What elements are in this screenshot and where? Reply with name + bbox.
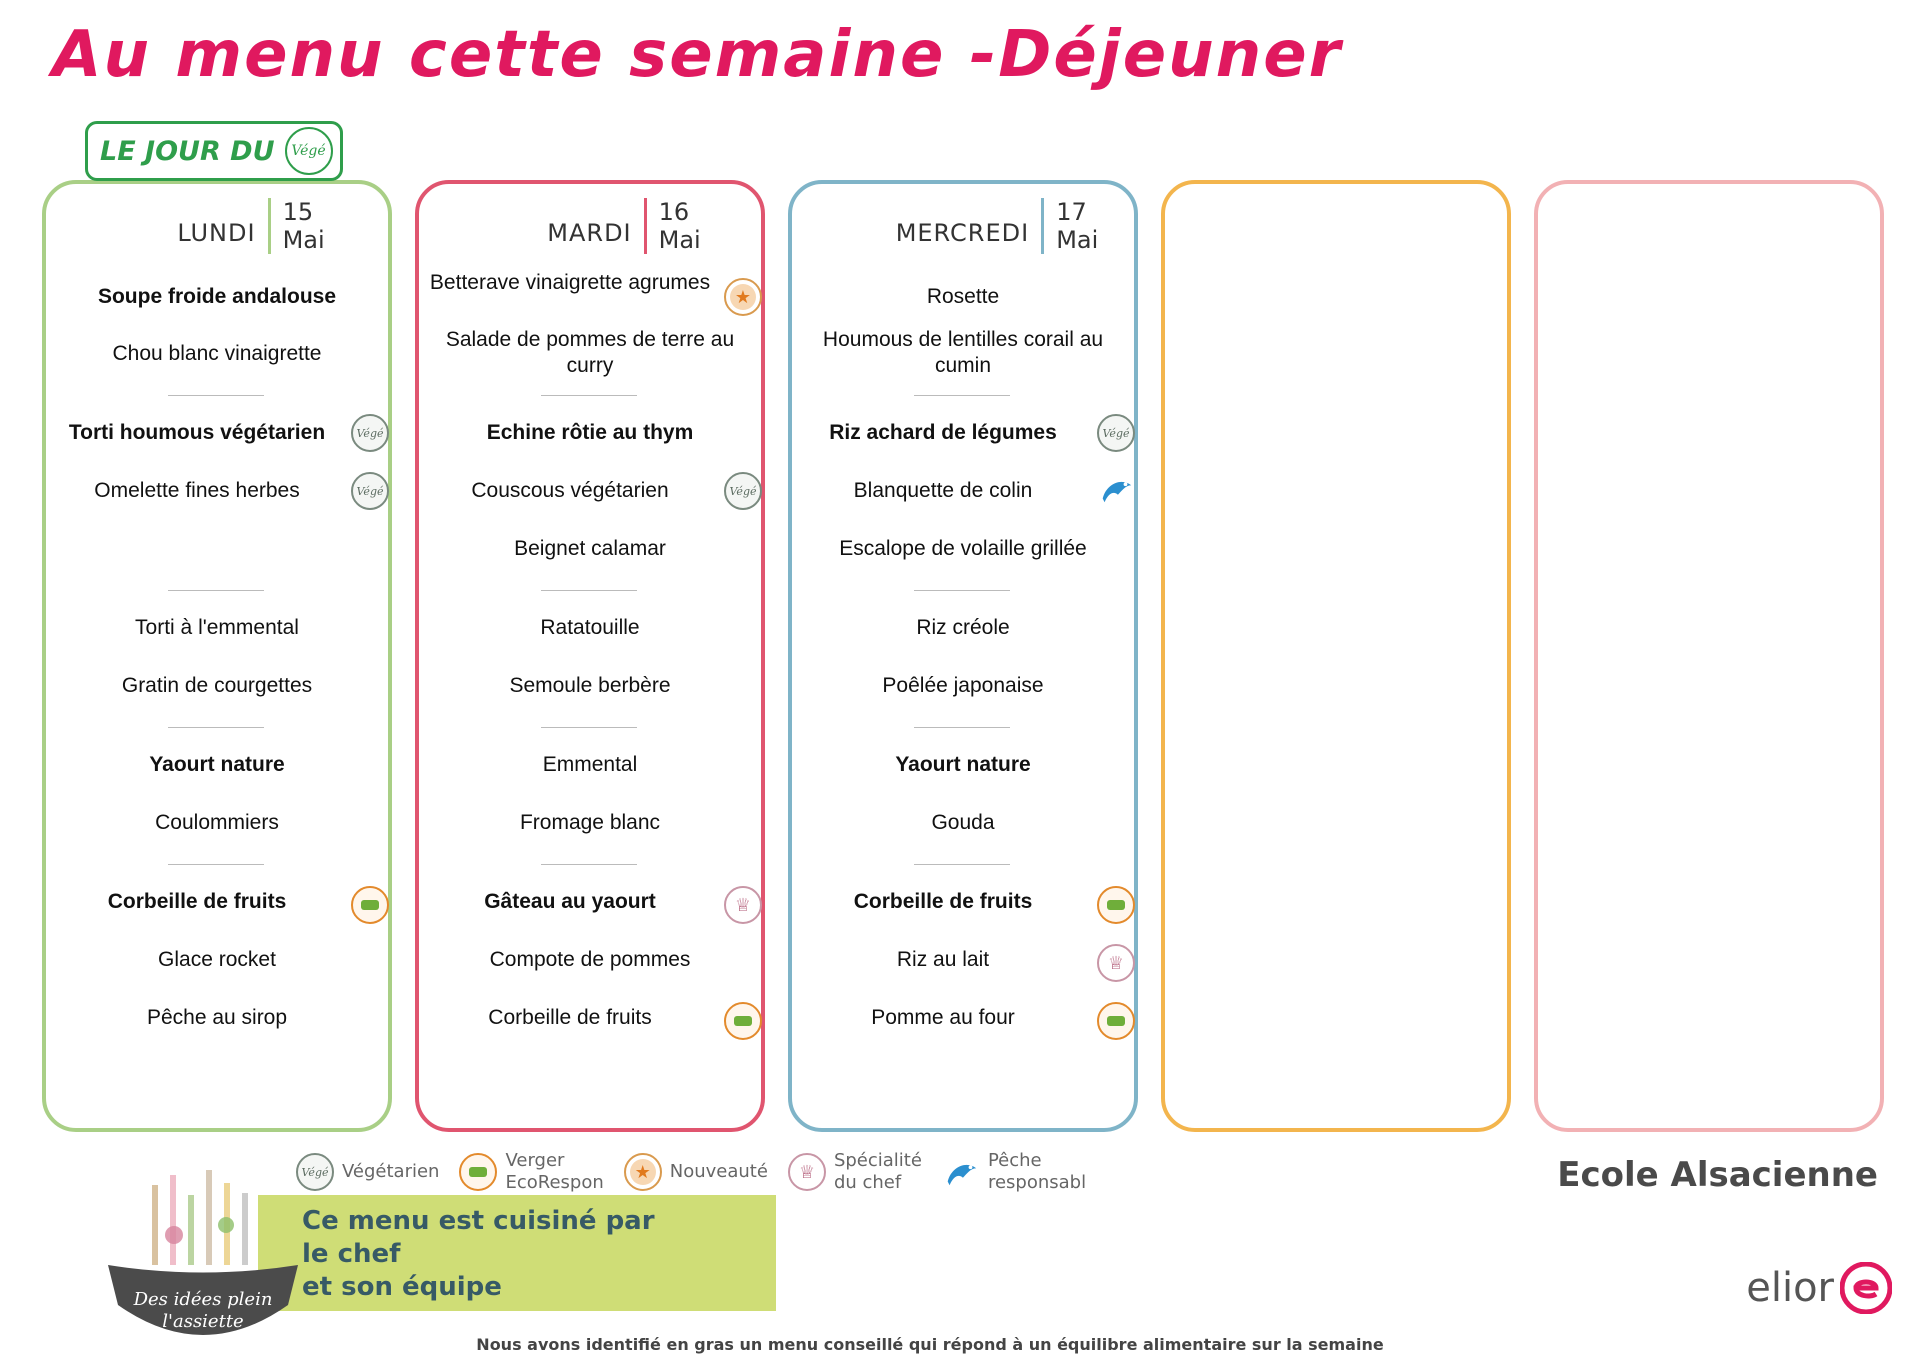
menu-item: Corbeille de fruits bbox=[853, 890, 1033, 913]
menu-item: Torti houmous végétarien bbox=[68, 421, 326, 444]
menu-item: Chou blanc vinaigrette bbox=[112, 342, 322, 365]
menu-item: Soupe froide andalouse bbox=[97, 285, 337, 308]
verger-ecoresponsable-icon bbox=[724, 1002, 762, 1040]
legend-nouveaute: ★ Nouveauté bbox=[623, 1153, 768, 1191]
chef-info-line: le chef bbox=[302, 1239, 401, 1269]
menu-item: Torti à l'emmental bbox=[135, 616, 299, 639]
nouveaute-icon: ★ bbox=[623, 1153, 662, 1191]
day-date: 15 Mai bbox=[282, 198, 325, 254]
verger-ecoresponsable-icon bbox=[459, 1153, 498, 1191]
menu-item: Beignet calamar bbox=[514, 537, 666, 560]
vegetarien-icon: Végé bbox=[351, 414, 389, 452]
menu-item: Compote de pommes bbox=[489, 948, 691, 971]
menu-item: Semoule berbère bbox=[509, 674, 671, 697]
menu-item: Rosette bbox=[926, 285, 1000, 308]
legend-vegetarien: Végé Végétarien bbox=[296, 1153, 439, 1191]
footer-note: Nous avons identifié en gras un menu con… bbox=[476, 1335, 1384, 1354]
elior-logo: elior bbox=[1746, 1262, 1892, 1314]
section-divider bbox=[914, 864, 1010, 865]
day-name: LUNDI bbox=[177, 219, 256, 247]
section-divider bbox=[914, 727, 1010, 728]
vegetarien-icon: Végé bbox=[724, 472, 762, 510]
menu-item: Emmental bbox=[542, 753, 638, 776]
menu-item: Corbeille de fruits bbox=[488, 1006, 652, 1029]
nouveaute-icon: ★ bbox=[724, 278, 762, 316]
section-divider bbox=[541, 590, 637, 591]
menu-item: Glace rocket bbox=[158, 948, 276, 971]
vegetarien-icon: Végé bbox=[1097, 414, 1135, 452]
section-divider bbox=[541, 395, 637, 396]
chef-info-box: Ce menu est cuisiné par le chef et son é… bbox=[258, 1195, 776, 1311]
specialite-chef-icon: ♕ bbox=[1097, 944, 1135, 982]
section-divider bbox=[168, 727, 264, 728]
menu-item: Echine rôtie au thym bbox=[486, 421, 694, 444]
day-divider bbox=[643, 198, 647, 254]
vegetarien-icon: Végé bbox=[351, 472, 389, 510]
section-divider bbox=[541, 864, 637, 865]
section-divider bbox=[168, 864, 264, 865]
menu-item: Pêche au sirop bbox=[146, 1006, 288, 1029]
vegetarien-icon: Végé bbox=[296, 1153, 334, 1191]
badge-text: LE JOUR DU bbox=[100, 135, 275, 167]
specialite-chef-icon: ♕ bbox=[787, 1153, 826, 1191]
page-title: Au menu cette semaine -Déjeuner bbox=[52, 18, 1343, 92]
day-divider bbox=[267, 198, 271, 254]
day-column-lundi: LUNDI 15 Mai Soupe froide andalouse Chou… bbox=[42, 180, 392, 1132]
menu-item: Gâteau au yaourt bbox=[484, 890, 656, 913]
menu-item: Escalope de volaille grillée bbox=[839, 537, 1087, 560]
menu-item: Ratatouille bbox=[540, 616, 640, 639]
verger-ecoresponsable-icon bbox=[1097, 1002, 1135, 1040]
section-divider bbox=[168, 395, 264, 396]
menu-item: Yaourt nature bbox=[149, 753, 285, 776]
day-column-jeudi bbox=[1161, 180, 1511, 1132]
menu-item: Omelette fines herbes bbox=[94, 479, 300, 502]
section-divider bbox=[914, 590, 1010, 591]
jour-du-vege-badge: LE JOUR DU Végé bbox=[85, 121, 343, 181]
day-column-vendredi bbox=[1534, 180, 1884, 1132]
day-name: MARDI bbox=[547, 219, 632, 247]
menu-item: Poêlée japonaise bbox=[882, 674, 1044, 697]
day-column-mercredi: MERCREDI 17 Mai Rosette Houmous de lenti… bbox=[788, 180, 1138, 1132]
menu-item: Fromage blanc bbox=[519, 811, 661, 834]
menu-item: Blanquette de colin bbox=[853, 479, 1033, 502]
menu-item: Coulommiers bbox=[155, 811, 279, 834]
section-divider bbox=[168, 590, 264, 591]
menu-item: Salade de pommes de terre au curry bbox=[445, 328, 735, 377]
menu-item: Houmous de lentilles corail au cumin bbox=[822, 328, 1104, 377]
menu-item: Betterave vinaigrette agrumes bbox=[429, 271, 711, 294]
chef-info-line: Ce menu est cuisiné par bbox=[302, 1206, 655, 1236]
day-name: MERCREDI bbox=[895, 219, 1030, 247]
svg-text:l'assiette: l'assiette bbox=[162, 1311, 243, 1332]
menu-item: Corbeille de fruits bbox=[107, 890, 287, 913]
des-idees-plein-assiette-logo: Des idées plein l'assiette bbox=[108, 1165, 298, 1355]
day-date: 16 Mai bbox=[658, 198, 701, 254]
school-name: Ecole Alsacienne bbox=[1557, 1155, 1878, 1195]
section-divider bbox=[541, 727, 637, 728]
menu-item: Gratin de courgettes bbox=[121, 674, 313, 697]
menu-item: Gouda bbox=[931, 811, 995, 834]
peche-responsable-icon bbox=[942, 1153, 980, 1191]
section-divider bbox=[914, 395, 1010, 396]
peche-responsable-icon bbox=[1097, 470, 1135, 508]
day-date: 17 Mai bbox=[1056, 198, 1099, 254]
verger-ecoresponsable-icon bbox=[1097, 886, 1135, 924]
menu-item: Riz au lait bbox=[896, 948, 990, 971]
day-divider bbox=[1041, 198, 1045, 254]
vege-icon: Végé bbox=[284, 127, 333, 175]
menu-item: Riz achard de légumes bbox=[829, 421, 1057, 444]
svg-text:Des idées plein: Des idées plein bbox=[133, 1289, 273, 1310]
menu-item: Pomme au four bbox=[871, 1006, 1015, 1029]
chef-info-line: et son équipe bbox=[302, 1272, 502, 1302]
menu-item: Riz créole bbox=[916, 616, 1010, 639]
menu-item: Couscous végétarien bbox=[471, 479, 669, 502]
specialite-chef-icon: ♕ bbox=[724, 886, 762, 924]
elior-e-icon bbox=[1840, 1262, 1892, 1314]
day-column-mardi: MARDI 16 Mai Betterave vinaigrette agrum… bbox=[415, 180, 765, 1132]
menu-item: Yaourt nature bbox=[895, 753, 1031, 776]
verger-ecoresponsable-icon bbox=[351, 886, 389, 924]
